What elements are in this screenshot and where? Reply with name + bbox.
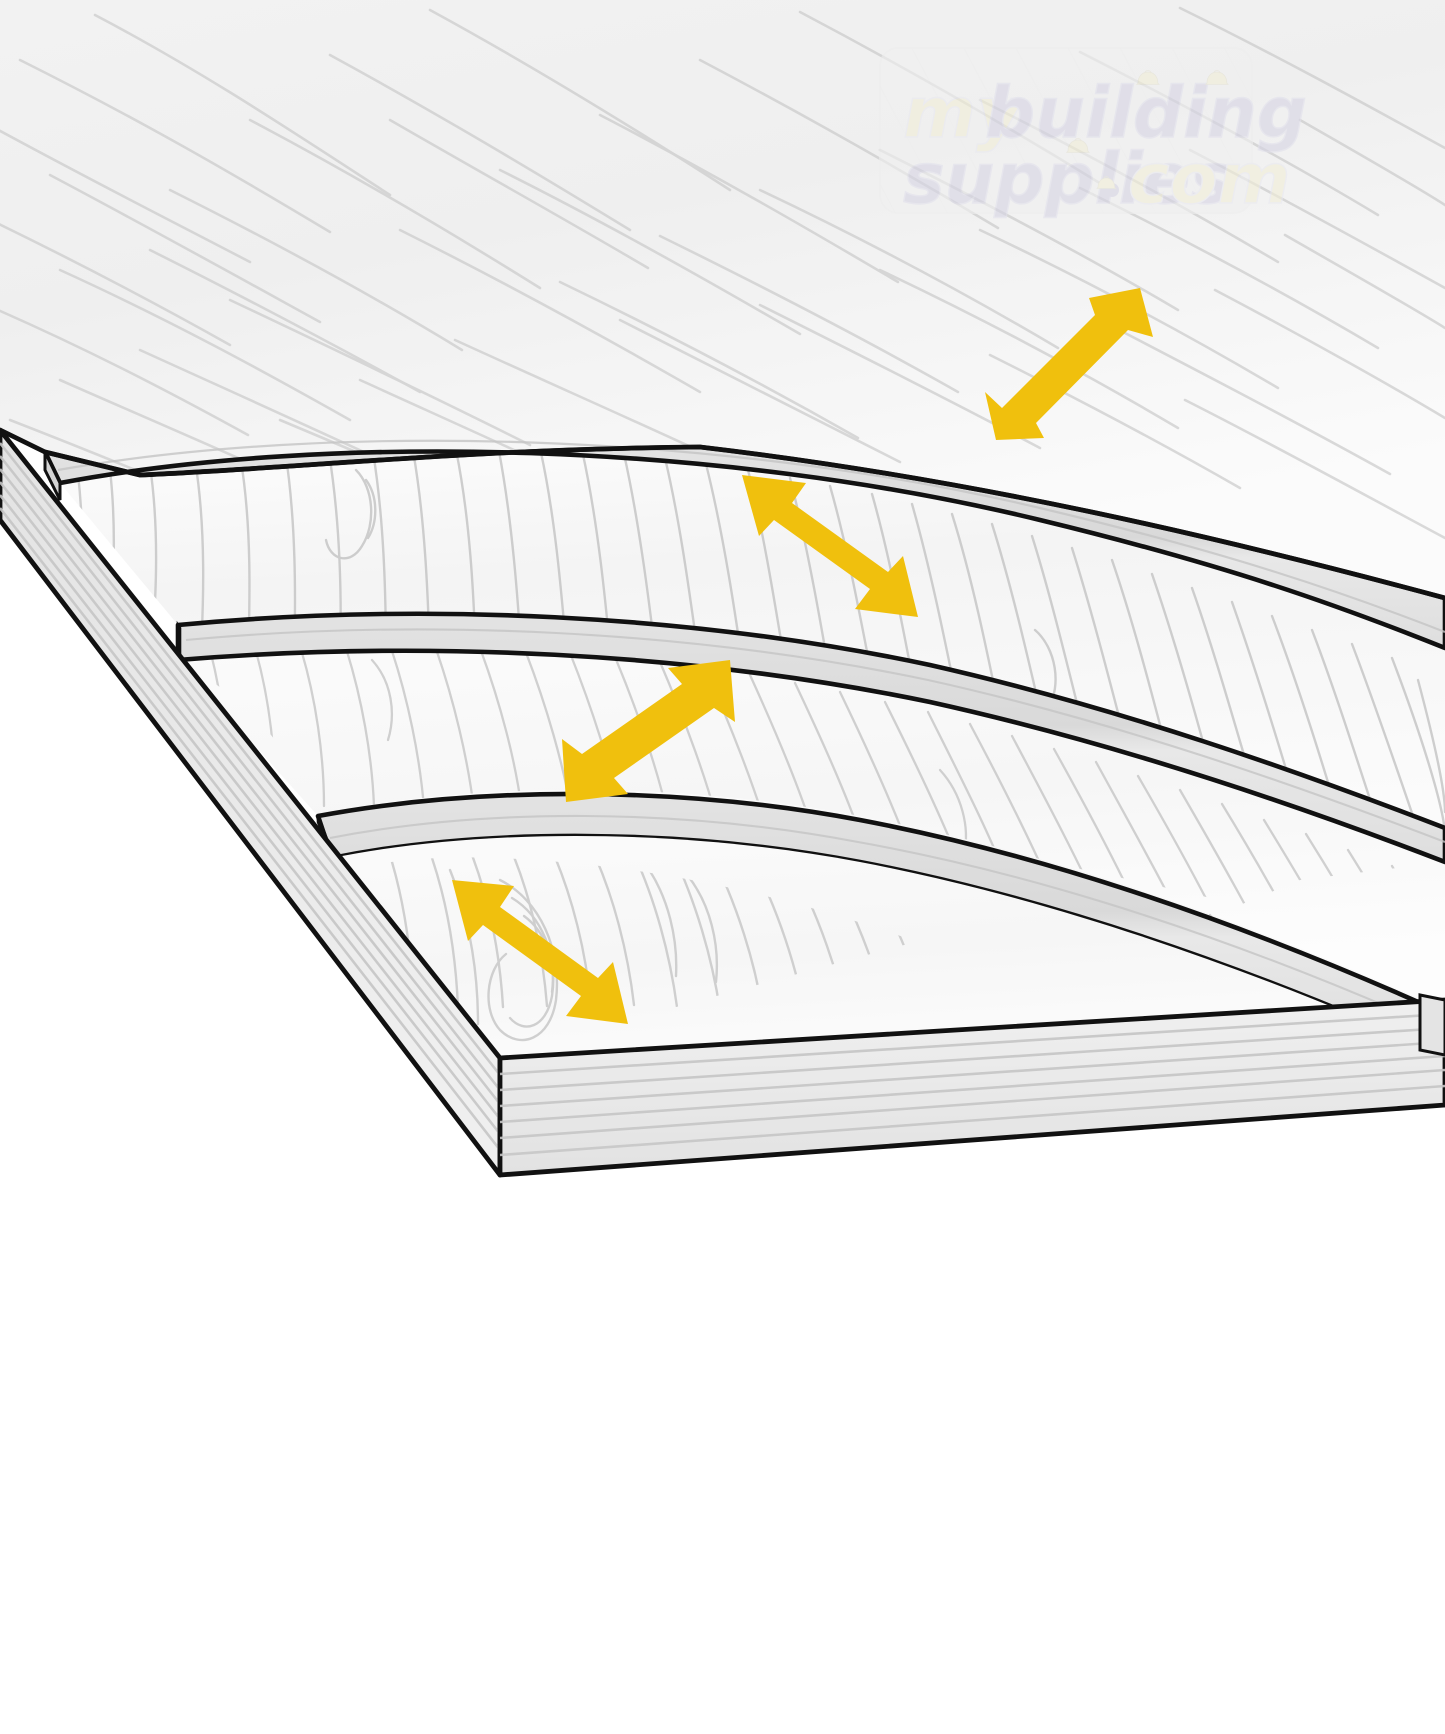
kerf-slot-2: [175, 611, 1445, 865]
hard-hat-icon-group: [1065, 70, 1229, 189]
kerf-3-highlight: [329, 814, 1445, 1033]
kerf-2-highlight: [185, 628, 1445, 843]
arrow-flex-4: [452, 880, 628, 1024]
ply-layer-lines-front: [499, 1012, 1445, 1157]
kerf-right-edge-caps: [1418, 993, 1445, 1057]
watermark-com: com: [1128, 138, 1291, 220]
hard-hat-icon: [1135, 70, 1160, 85]
watermark-building: building: [985, 72, 1307, 154]
hard-hat-icon: [1065, 138, 1090, 153]
arrow-flex-1: [985, 288, 1153, 440]
wood-grain-top: [0, 6, 1445, 540]
panel-left-edge: [0, 427, 503, 1178]
watermark-plate-texture: [880, 48, 1252, 213]
watermark-my: my: [903, 72, 1025, 154]
arrow-flex-3: [562, 660, 735, 802]
panel-front-edge: [497, 997, 1445, 1178]
kerf-1-highlight: [57, 439, 1445, 634]
top-face-kerf1-outline: [0, 427, 1445, 601]
watermark-supplies: supplies: [903, 138, 1232, 220]
ply-layer-lines-left: [0, 442, 502, 1151]
hard-hat-icon: [1096, 176, 1117, 189]
hard-hat-icon: [1204, 70, 1229, 85]
arrow-flex-2: [742, 475, 918, 617]
watermark-group: my building supplies com: [879, 47, 1308, 221]
